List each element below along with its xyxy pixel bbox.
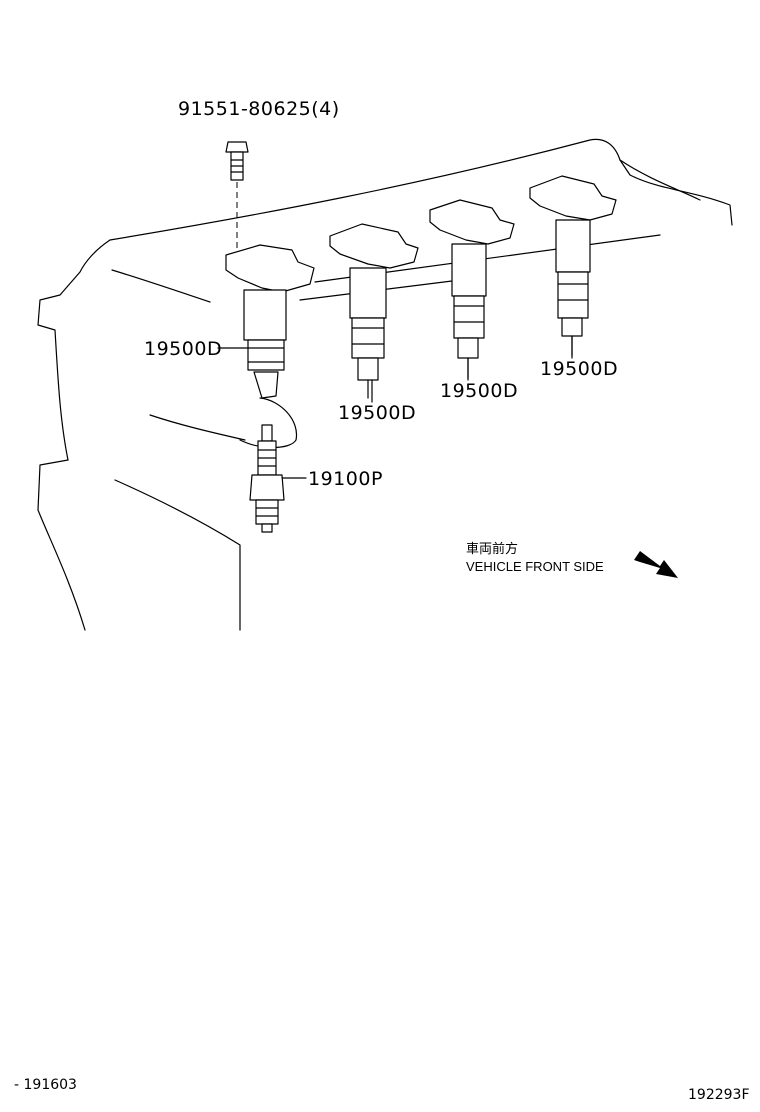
leader-lines — [217, 335, 573, 479]
ignition-coil-4-part[interactable] — [529, 175, 617, 357]
callout-coil-2[interactable]: 19500D — [338, 402, 417, 424]
callout-coil-1[interactable]: 19500D — [144, 338, 223, 360]
callout-spark-plug[interactable]: 19100P — [308, 468, 383, 490]
bolt-part[interactable] — [225, 141, 249, 255]
ignition-coil-2-part[interactable] — [329, 223, 419, 399]
callout-coil-4[interactable]: 19500D — [540, 358, 619, 380]
footer-left-code: - 191603 — [14, 1077, 77, 1093]
callout-coil-3[interactable]: 19500D — [440, 380, 519, 402]
direction-note-jp: 車両前方 — [466, 541, 519, 556]
footer-right-code: 192293F — [688, 1087, 750, 1103]
spark-plug-part[interactable] — [249, 424, 285, 533]
direction-arrow-icon — [634, 551, 678, 578]
ignition-coil-3-part[interactable] — [429, 199, 515, 379]
ignition-coil-1-part[interactable] — [225, 244, 315, 449]
direction-note-en: VEHICLE FRONT SIDE — [466, 559, 604, 574]
callout-bolt[interactable]: 91551-80625(4) — [178, 98, 340, 120]
engine-head-outline — [37, 138, 733, 631]
